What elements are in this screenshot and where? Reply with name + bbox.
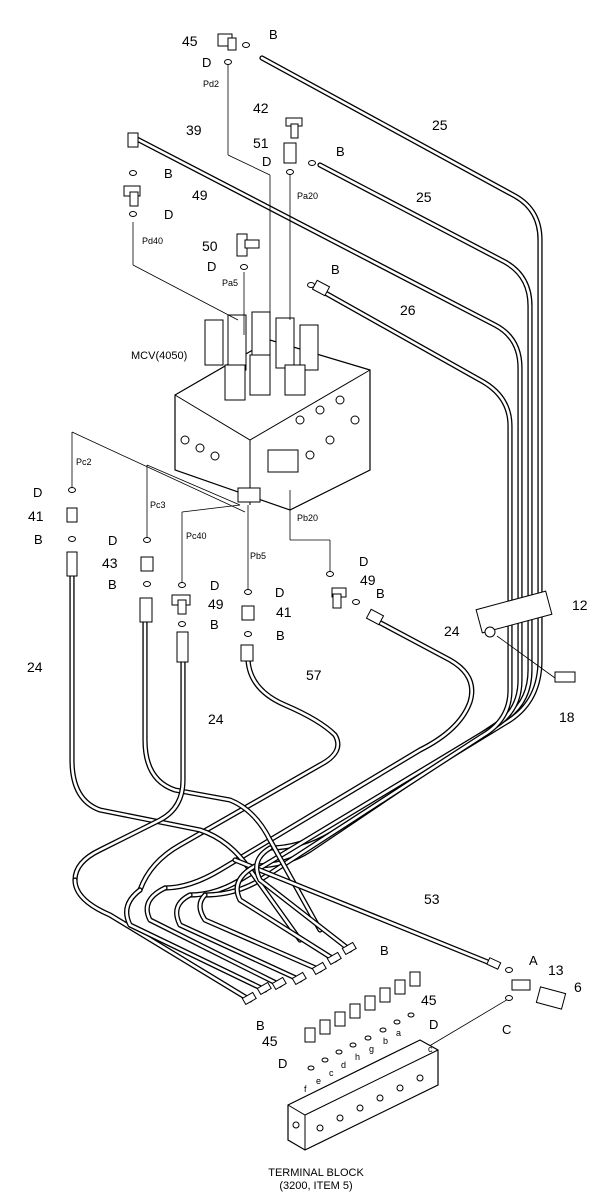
- label-B-43: B: [108, 577, 117, 592]
- callout-41-mid: 41: [276, 604, 292, 620]
- label-B-41m: B: [276, 628, 285, 643]
- block-port-labels: a b g h d c e f c: [304, 1028, 433, 1094]
- callout-26: 26: [400, 302, 416, 318]
- label-D-pb20: D: [359, 554, 368, 569]
- callout-25-b: 25: [416, 189, 432, 205]
- port-pb5: Pb5: [250, 551, 266, 561]
- callout-13: 13: [548, 962, 564, 978]
- block-port-a: a: [396, 1028, 401, 1038]
- mcv-label: MCV(4050): [131, 350, 187, 362]
- callout-50: 50: [202, 238, 218, 254]
- label-D-block-right: D: [429, 1017, 438, 1032]
- label-B-block-left: B: [256, 1018, 265, 1033]
- callout-51: 51: [253, 135, 269, 151]
- label-D-50: D: [207, 259, 216, 274]
- callout-12: 12: [572, 597, 588, 613]
- callout-57: 57: [306, 667, 322, 683]
- hose-24-mid: [72, 642, 186, 883]
- port-pc40: Pc40: [186, 531, 207, 541]
- callout-43: 43: [102, 555, 118, 571]
- label-D-pc2: D: [33, 485, 42, 500]
- port-pb20: Pb20: [297, 513, 318, 523]
- label-B-49m: B: [210, 617, 219, 632]
- hose-group: [69, 55, 543, 1003]
- label-B-49u: B: [164, 166, 173, 181]
- label-B-block: B: [380, 943, 389, 958]
- callout-39: 39: [186, 122, 202, 138]
- callout-41-left: 41: [28, 508, 44, 524]
- callout-24-left: 24: [27, 659, 43, 675]
- hose-end-fittings: [241, 941, 502, 1006]
- block-port-f: f: [304, 1084, 307, 1094]
- label-B-50: B: [331, 262, 340, 277]
- port-pa20: Pa20: [297, 191, 318, 201]
- callout-24-right: 24: [444, 623, 460, 639]
- hose-24-right: [162, 617, 475, 891]
- terminal-block-label: TERMINAL BLOCK: [268, 1167, 364, 1179]
- mcv-valve-block: [174, 311, 371, 511]
- label-B-49r: B: [376, 586, 385, 601]
- port-pd40: Pd40: [142, 236, 163, 246]
- letter-labels: B D B D B D B D D B D B D B D B D B A C …: [33, 27, 538, 1071]
- block-port-c: c: [428, 1044, 433, 1054]
- block-port-h: h: [355, 1052, 360, 1062]
- label-D-pc40: D: [210, 578, 219, 593]
- label-B-top: B: [269, 27, 278, 42]
- callout-45-block-b: 45: [262, 1033, 278, 1049]
- callout-45-top: 45: [182, 33, 198, 49]
- hose-39: [132, 135, 523, 898]
- callout-53: 53: [424, 891, 440, 907]
- fittings: [66, 33, 576, 1010]
- port-pc2: Pc2: [76, 457, 92, 467]
- callout-42: 42: [253, 100, 269, 116]
- label-D-pc3: D: [108, 533, 117, 548]
- block-port-e: e: [316, 1076, 321, 1086]
- port-pd2: Pd2: [203, 79, 219, 89]
- port-pc3: Pc3: [150, 500, 166, 510]
- label-B-41l: B: [34, 532, 43, 547]
- label-D-49u: D: [164, 207, 173, 222]
- label-D-top: D: [202, 55, 211, 70]
- block-port-d: d: [341, 1060, 346, 1070]
- block-port-c-inner: c: [329, 1068, 334, 1078]
- label-B-51: B: [336, 144, 345, 159]
- callout-49-upper: 49: [192, 187, 208, 203]
- label-D-pb5: D: [275, 585, 284, 600]
- pilot-lines: [71, 62, 556, 1049]
- callout-6: 6: [574, 979, 582, 995]
- callout-18: 18: [559, 709, 575, 725]
- label-D-block-left: D: [278, 1056, 287, 1071]
- terminal-block-sub: (3200, ITEM 5): [279, 1180, 352, 1192]
- callout-labels: 45 42 51 39 25 25 49 50 26 41 43 49 41 4…: [27, 33, 588, 1049]
- callout-24-mid: 24: [208, 711, 224, 727]
- callout-25-a: 25: [432, 117, 448, 133]
- label-C: C: [502, 1022, 511, 1037]
- callout-45-block-a: 45: [421, 992, 437, 1008]
- callout-49-right: 49: [360, 572, 376, 588]
- callout-49-mid: 49: [208, 596, 224, 612]
- block-port-g: g: [369, 1044, 374, 1054]
- label-A: A: [529, 953, 538, 968]
- block-port-b: b: [383, 1036, 388, 1046]
- label-D-51: D: [262, 154, 271, 169]
- terminal-block-fittings: [304, 971, 421, 1071]
- port-pa5: Pa5: [222, 278, 238, 288]
- terminal-block: [287, 1039, 439, 1151]
- port-labels: Pd2 Pa20 Pd40 Pa5 Pc2 Pc3 Pc40 Pb5 Pb20: [76, 79, 318, 561]
